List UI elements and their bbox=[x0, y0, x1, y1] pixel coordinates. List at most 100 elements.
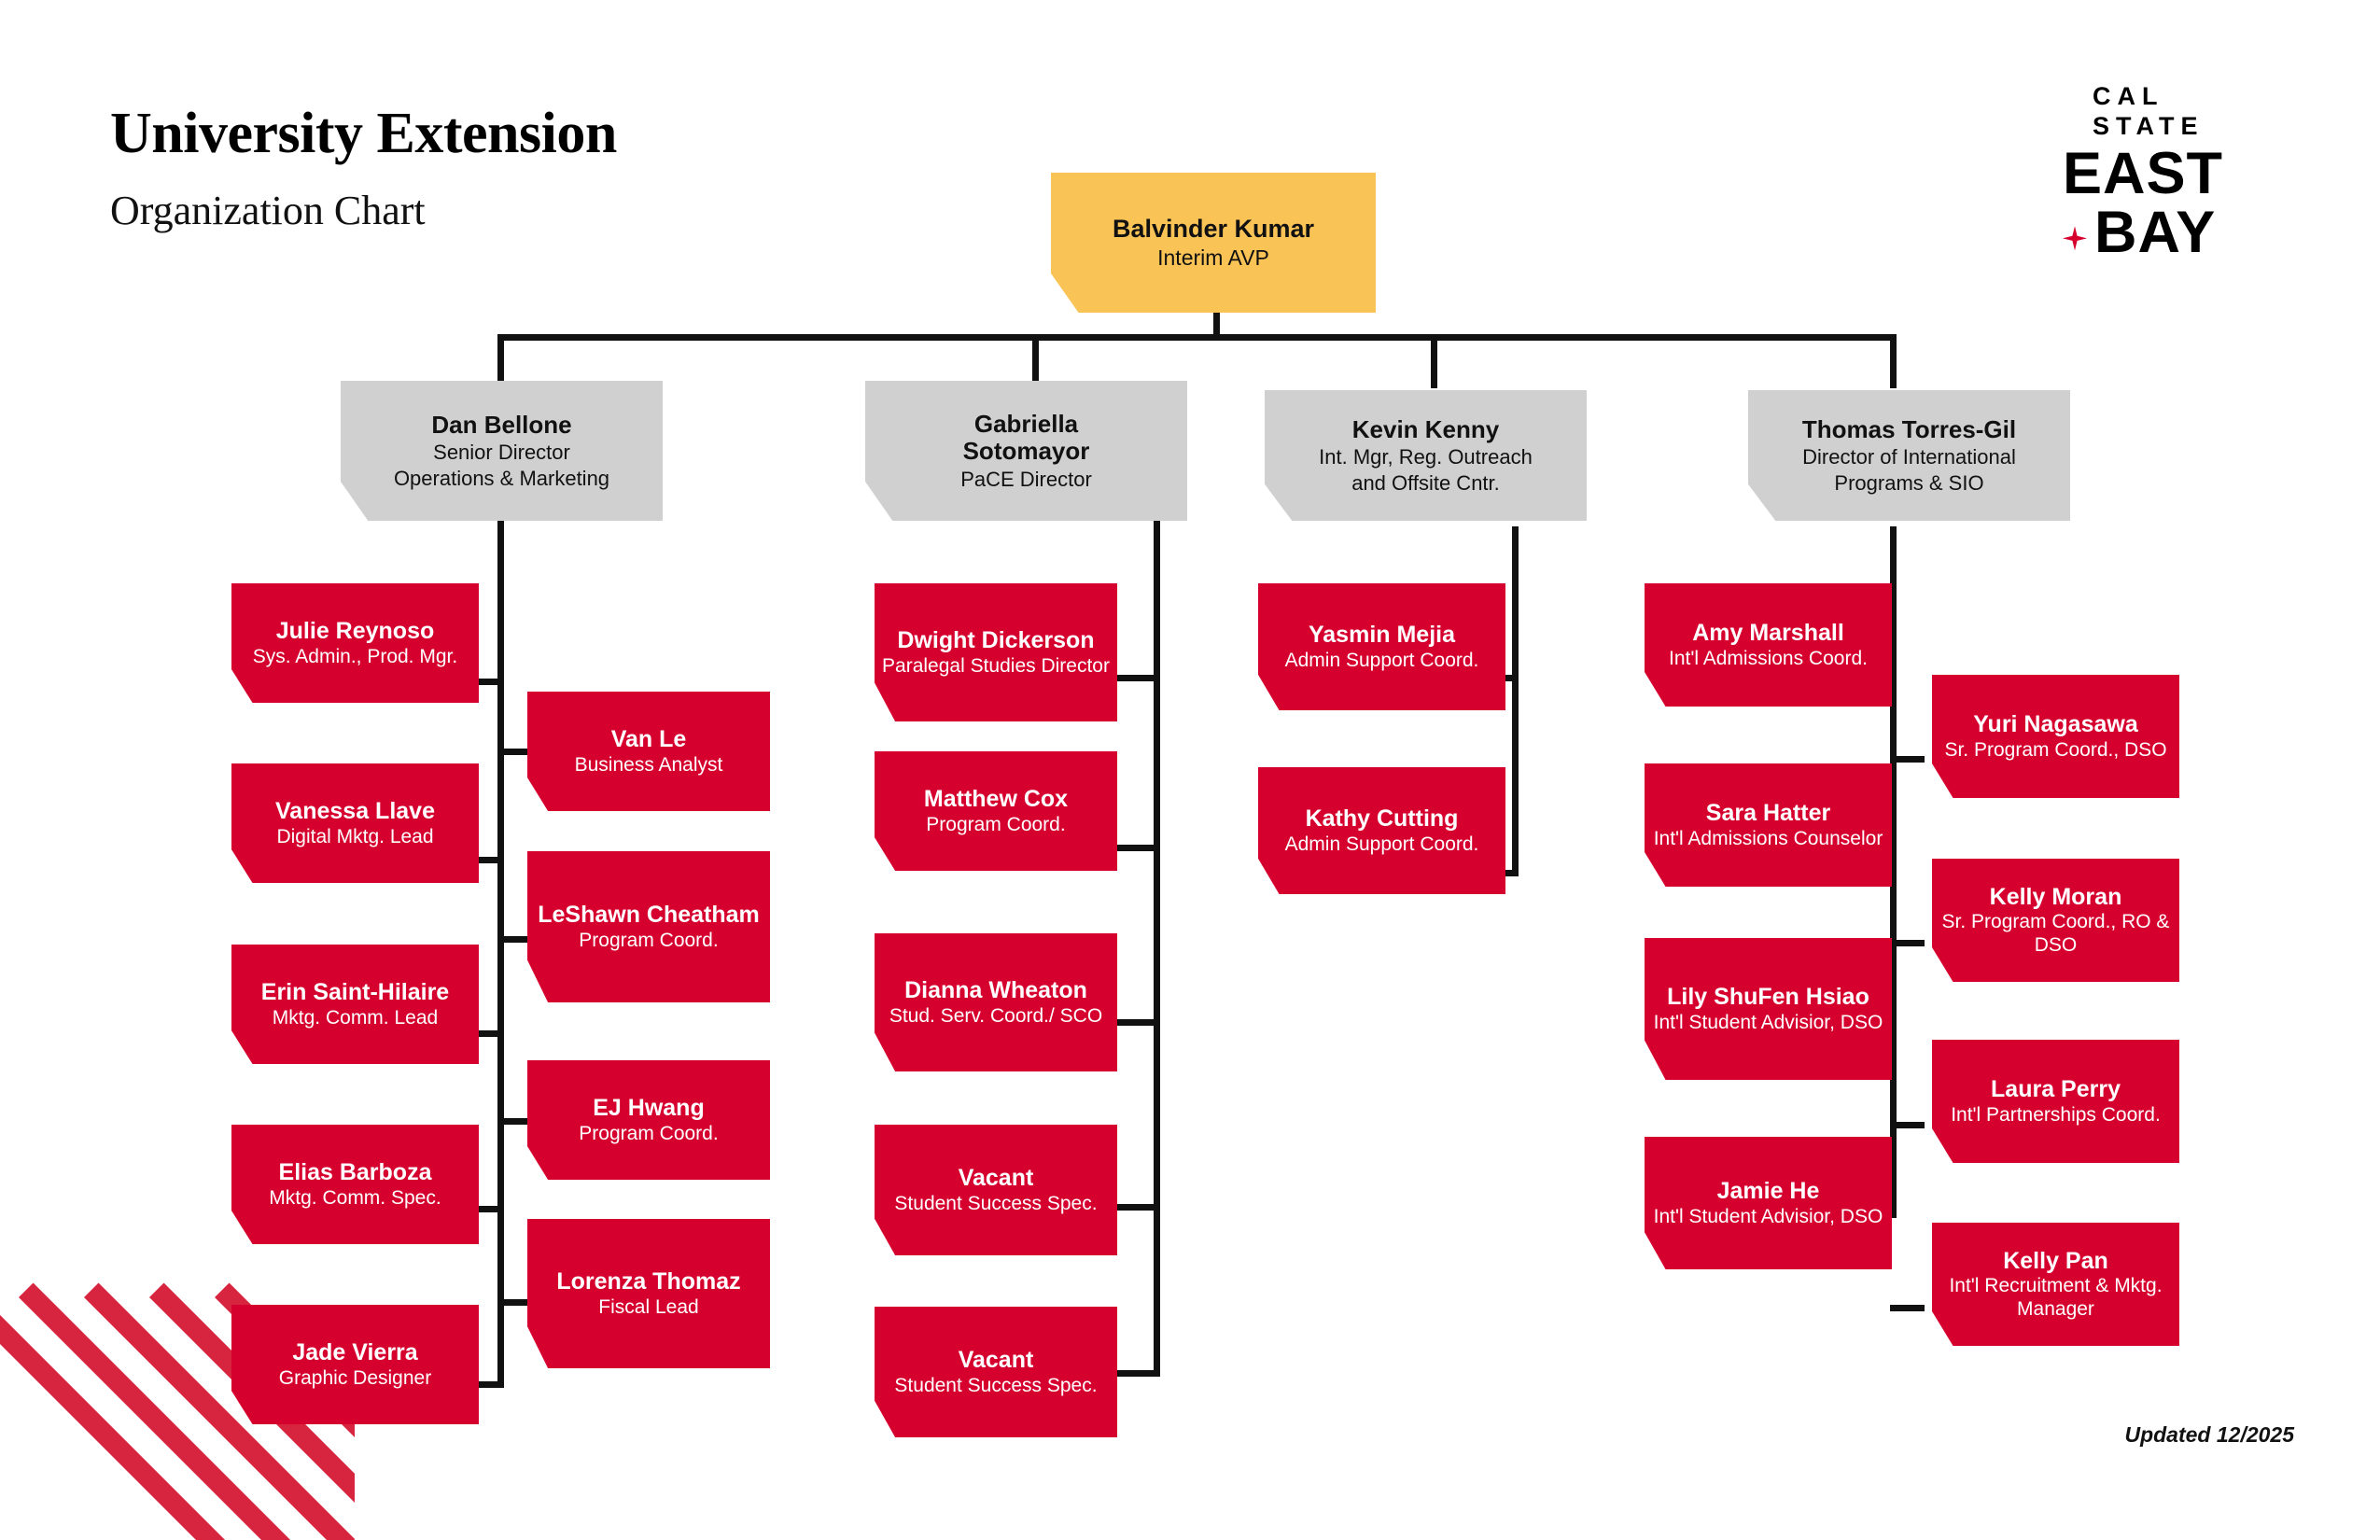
node-role-line1: Senior Director bbox=[433, 441, 570, 465]
node-name: Sara Hatter bbox=[1705, 800, 1831, 827]
connector-stub-bellone-6 bbox=[497, 749, 532, 755]
node-julie-reynoso[interactable]: Julie Reynoso Sys. Admin., Prod. Mgr. bbox=[231, 583, 479, 703]
connector-stub-tg-8 bbox=[1890, 1305, 1925, 1311]
node-vacant-student-success-2[interactable]: Vacant Student Success Spec. bbox=[875, 1307, 1117, 1437]
node-vacant-student-success-1[interactable]: Vacant Student Success Spec. bbox=[875, 1125, 1117, 1255]
node-matthew-cox[interactable]: Matthew Cox Program Coord. bbox=[875, 751, 1117, 871]
connector-drop-kenny bbox=[1431, 334, 1437, 388]
connector-stub-bellone-2 bbox=[457, 857, 504, 863]
node-balvinder-kumar[interactable]: Balvinder Kumar Interim AVP bbox=[1051, 173, 1376, 313]
connector-stub-bellone-9 bbox=[497, 1299, 532, 1306]
node-jamie-he[interactable]: Jamie He Int'l Student Advisior, DSO bbox=[1645, 1137, 1892, 1269]
node-kelly-pan[interactable]: Kelly Pan Int'l Recruitment & Mktg. Mana… bbox=[1932, 1223, 2179, 1346]
logo-line-bay: BAY bbox=[2094, 200, 2217, 266]
node-name-line1: Gabriella bbox=[973, 409, 1079, 438]
node-erin-saint-hilaire[interactable]: Erin Saint-Hilaire Mktg. Comm. Lead bbox=[231, 945, 479, 1064]
node-name: Yuri Nagasawa bbox=[1973, 711, 2138, 738]
node-dianna-wheaton[interactable]: Dianna Wheaton Stud. Serv. Coord./ SCO bbox=[875, 933, 1117, 1071]
connector-stub-tg-6 bbox=[1890, 940, 1925, 946]
connector-spine-bellone-lower bbox=[497, 1340, 504, 1388]
node-lorenza-thomaz[interactable]: Lorenza Thomaz Fiscal Lead bbox=[527, 1219, 770, 1368]
node-role: Graphic Designer bbox=[278, 1366, 432, 1389]
connector-spine-kenny bbox=[1512, 526, 1519, 876]
node-yuri-nagasawa[interactable]: Yuri Nagasawa Sr. Program Coord., DSO bbox=[1932, 675, 2179, 798]
page-subtitle: Organization Chart bbox=[110, 188, 426, 233]
node-role-line2: Operations & Marketing bbox=[393, 466, 610, 490]
node-name: Erin Saint-Hilaire bbox=[260, 979, 450, 1006]
node-role: Admin Support Coord. bbox=[1284, 833, 1479, 855]
connector-drop-bellone bbox=[497, 334, 504, 381]
connector-stub-bellone-3 bbox=[457, 1030, 504, 1037]
connector-stub-bellone-5 bbox=[457, 1381, 504, 1388]
node-sara-hatter[interactable]: Sara Hatter Int'l Admissions Counselor bbox=[1645, 763, 1892, 887]
node-name: Jamie He bbox=[1716, 1178, 1820, 1205]
node-kelly-moran[interactable]: Kelly Moran Sr. Program Coord., RO & DSO bbox=[1932, 859, 2179, 982]
connector-stub-soto-2 bbox=[1116, 845, 1160, 851]
node-role: Interim AVP bbox=[1157, 245, 1269, 271]
node-role: Int'l Student Advisior, DSO bbox=[1653, 1205, 1883, 1227]
node-name: Kevin Kenny bbox=[1351, 414, 1500, 443]
node-role: Digital Mktg. Lead bbox=[276, 825, 434, 847]
node-name: Amy Marshall bbox=[1692, 620, 1844, 647]
node-name-line2: Sotomayor bbox=[962, 437, 1090, 466]
node-role-line2: Programs & SIO bbox=[1834, 470, 1984, 495]
connector-spine-sotomayor bbox=[1154, 519, 1160, 1376]
node-laura-perry[interactable]: Laura Perry Int'l Partnerships Coord. bbox=[1932, 1040, 2179, 1163]
node-name: Thomas Torres-Gil bbox=[1801, 414, 2017, 443]
node-leshawn-cheatham[interactable]: LeShawn Cheatham Program Coord. bbox=[527, 851, 770, 1002]
node-gabriella-sotomayor[interactable]: Gabriella Sotomayor PaCE Director bbox=[865, 381, 1187, 521]
node-name: EJ Hwang bbox=[593, 1095, 705, 1122]
node-jade-vierra[interactable]: Jade Vierra Graphic Designer bbox=[231, 1305, 479, 1424]
connector-root-stem bbox=[1213, 309, 1220, 340]
node-name: Elias Barboza bbox=[278, 1159, 432, 1186]
connector-drop-sotomayor bbox=[1032, 334, 1039, 381]
node-role: Sys. Admin., Prod. Mgr. bbox=[252, 645, 458, 667]
node-role: Program Coord. bbox=[579, 1122, 719, 1144]
node-role: Business Analyst bbox=[574, 753, 723, 776]
node-role: Program Coord. bbox=[926, 813, 1066, 835]
connector-stub-bellone-4 bbox=[457, 1206, 504, 1212]
node-name: Jade Vierra bbox=[292, 1339, 418, 1366]
logo-line-state: STATE bbox=[2093, 111, 2205, 140]
node-dan-bellone[interactable]: Dan Bellone Senior Director Operations &… bbox=[341, 381, 663, 521]
node-kathy-cutting[interactable]: Kathy Cutting Admin Support Coord. bbox=[1258, 767, 1505, 894]
node-role: Sr. Program Coord., DSO bbox=[1944, 738, 2167, 761]
node-yasmin-mejia[interactable]: Yasmin Mejia Admin Support Coord. bbox=[1258, 583, 1505, 710]
node-role: Int'l Recruitment & Mktg. Manager bbox=[1949, 1275, 2163, 1320]
connector-spine-torresgil bbox=[1890, 526, 1897, 1217]
node-name: Kelly Moran bbox=[1989, 883, 2122, 910]
node-role-line1: PaCE Director bbox=[960, 467, 1092, 491]
node-name: Laura Perry bbox=[1991, 1076, 2121, 1103]
connector-stub-bellone-7 bbox=[497, 936, 532, 943]
node-role-line1: Director of International bbox=[1802, 445, 2016, 469]
node-name: Kelly Pan bbox=[2003, 1247, 2108, 1274]
node-name: Van Le bbox=[610, 726, 687, 753]
node-role: Int'l Admissions Coord. bbox=[1669, 647, 1868, 669]
logo-line-cal: CAL bbox=[2093, 82, 2164, 110]
node-amy-marshall[interactable]: Amy Marshall Int'l Admissions Coord. bbox=[1645, 583, 1892, 707]
node-name: Balvinder Kumar bbox=[1112, 215, 1315, 244]
node-role: Student Success Spec. bbox=[894, 1374, 1098, 1396]
node-role: Program Coord. bbox=[579, 929, 719, 951]
connector-stub-soto-1 bbox=[1116, 675, 1160, 681]
cal-state-east-bay-logo: CAL STATE EAST BAY bbox=[2063, 82, 2296, 262]
node-dwight-dickerson[interactable]: Dwight Dickerson Paralegal Studies Direc… bbox=[875, 583, 1117, 721]
connector-spine-bellone bbox=[497, 519, 504, 1340]
node-lily-shufen-hsiao[interactable]: Lily ShuFen Hsiao Int'l Student Advisior… bbox=[1645, 938, 1892, 1080]
node-role: Int'l Admissions Counselor bbox=[1653, 827, 1883, 849]
node-vanessa-llave[interactable]: Vanessa Llave Digital Mktg. Lead bbox=[231, 763, 479, 883]
connector-stub-tg-5 bbox=[1890, 756, 1925, 763]
node-name: Yasmin Mejia bbox=[1308, 622, 1456, 649]
node-name: Dwight Dickerson bbox=[897, 627, 1095, 654]
node-elias-barboza[interactable]: Elias Barboza Mktg. Comm. Spec. bbox=[231, 1125, 479, 1244]
node-ej-hwang[interactable]: EJ Hwang Program Coord. bbox=[527, 1060, 770, 1180]
node-kevin-kenny[interactable]: Kevin Kenny Int. Mgr, Reg. Outreach and … bbox=[1265, 390, 1587, 521]
node-thomas-torres-gil[interactable]: Thomas Torres-Gil Director of Internatio… bbox=[1748, 390, 2070, 521]
node-name: Vacant bbox=[958, 1165, 1034, 1192]
node-van-le[interactable]: Van Le Business Analyst bbox=[527, 692, 770, 811]
node-role: Mktg. Comm. Lead bbox=[272, 1006, 439, 1029]
node-role: Fiscal Lead bbox=[598, 1295, 699, 1318]
node-name: Kathy Cutting bbox=[1305, 805, 1459, 833]
connector-stub-soto-4 bbox=[1116, 1204, 1160, 1211]
